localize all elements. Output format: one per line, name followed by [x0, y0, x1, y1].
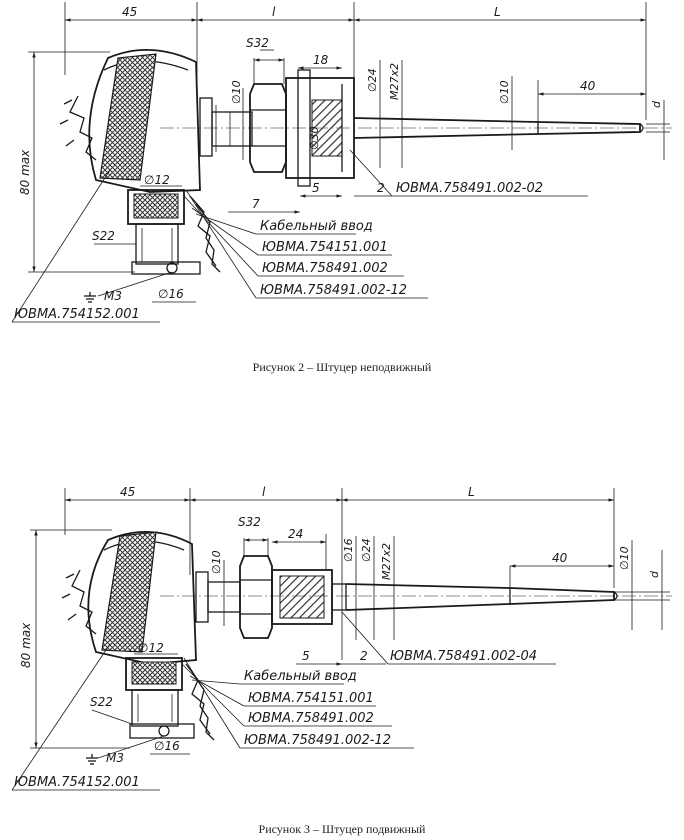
hex-nut: [249, 83, 287, 173]
dim-l: l: [262, 485, 266, 499]
dim-80max: 80 max: [18, 149, 32, 195]
dim-dia12: ∅12: [138, 641, 164, 655]
dim-dia24: ∅24: [366, 68, 379, 92]
dim-dia16: ∅16: [154, 739, 180, 753]
figure-2-drawing: 45 l L 80 max: [11, 2, 672, 323]
dim-24: 24: [288, 527, 303, 541]
dim-dia10-probe: ∅10: [498, 80, 511, 104]
leader: [349, 149, 393, 197]
fitting-collar: [297, 69, 311, 187]
dim-dia16: ∅16: [342, 538, 355, 562]
neck-ring: [199, 97, 213, 157]
dim-18: 18: [313, 53, 329, 67]
dim-40: 40: [552, 551, 568, 565]
fitting-thread-hatch: [311, 99, 343, 157]
probe-tip: [613, 591, 618, 601]
neck-ring: [195, 571, 209, 623]
dim-5: 5: [302, 649, 310, 663]
clip-wire: [59, 99, 75, 147]
dim-dia10-neck: ∅10: [210, 550, 223, 574]
label-part-758491: ЮВМА.758491.002: [262, 261, 388, 276]
leader: [181, 663, 245, 727]
leader: [11, 643, 111, 791]
probe-tube: [353, 117, 641, 139]
label-part-754151: ЮВМА.754151.001: [262, 240, 388, 255]
clip-wire: [61, 573, 77, 621]
probe-tube: [345, 583, 615, 611]
figure-3-caption: Рисунок 3 – Штуцер подвижный: [258, 822, 426, 836]
label-part-758491: ЮВМА.758491.002: [248, 711, 374, 726]
dim-M3: M3: [106, 751, 124, 765]
probe-tip: [639, 123, 644, 133]
label-part-754152: ЮВМА.754152.001: [14, 307, 140, 322]
figure-2-caption: Рисунок 2 – Штуцер неподвижный: [252, 360, 432, 374]
gland-nut: [131, 689, 179, 727]
leader: [11, 169, 111, 323]
label-cable-entry: Кабельный ввод: [244, 669, 357, 684]
dim-dia24: ∅24: [360, 538, 373, 562]
clip-wire: [69, 95, 97, 161]
fitting-sleeve: [331, 583, 347, 611]
leader: [195, 213, 257, 235]
label-fitting: ЮВМА.758491.002-04: [390, 649, 537, 664]
leader: [341, 611, 389, 665]
ground-icon: [84, 292, 96, 303]
leader: [191, 679, 241, 685]
head-housing: [88, 49, 201, 193]
leader: [97, 735, 165, 759]
fitting-body: [285, 77, 355, 179]
gland-seal: [133, 193, 179, 219]
dim-d: d: [648, 570, 661, 578]
dim-S32: S32: [246, 36, 269, 50]
dim-2: 2: [360, 649, 368, 663]
hex-nut: [239, 555, 273, 639]
dim-d: d: [650, 100, 663, 108]
dim-80max: 80 max: [19, 622, 33, 668]
dim-dia16: ∅16: [158, 287, 184, 301]
figure-3-drawing: 45 l L 80 max ∅10 S32 24 ∅16: [11, 485, 672, 791]
gland-base: [129, 723, 195, 739]
dim-M27x2: M27x2: [388, 63, 401, 100]
label-fitting: ЮВМА.758491.002-02: [396, 181, 543, 196]
leader: [185, 189, 257, 299]
dim-dia10-neck: ∅10: [230, 80, 243, 104]
dim-45: 45: [120, 485, 135, 499]
dim-M3: M3: [104, 289, 122, 303]
dim-L: L: [468, 485, 475, 499]
ground-screw: [166, 262, 178, 274]
leader: [91, 709, 133, 725]
dim-S22: S22: [90, 695, 113, 709]
label-cable-entry: Кабельный ввод: [260, 219, 373, 234]
dim-45: 45: [122, 5, 137, 19]
dim-dia30: ∅30: [308, 126, 321, 150]
dim-5: 5: [312, 181, 320, 195]
dim-M27x2: M27x2: [380, 543, 393, 580]
ground-icon: [86, 754, 98, 765]
dim-40: 40: [580, 79, 596, 93]
leader: [183, 657, 241, 749]
dim-2: 2: [377, 181, 385, 195]
label-part-754151: ЮВМА.754151.001: [248, 691, 374, 706]
head-cover-plate: [99, 53, 157, 181]
dim-l: l: [272, 5, 276, 19]
label-part-758491-12: ЮВМА.758491.002-12: [244, 733, 391, 748]
gland-wire: [189, 195, 217, 267]
leader: [97, 271, 173, 297]
dim-S22: S22: [92, 229, 115, 243]
fitting-thread-hatch: [279, 575, 325, 619]
leader: [183, 195, 259, 277]
label-part-758491-12: ЮВМА.758491.002-12: [260, 283, 407, 298]
gland-seal: [131, 661, 177, 685]
clip-wire: [71, 569, 97, 635]
dim-L: L: [494, 5, 501, 19]
dim-7: 7: [252, 197, 260, 211]
dim-dia10-probe: ∅10: [618, 546, 631, 570]
ground-screw: [158, 725, 170, 737]
dim-dia12: ∅12: [144, 173, 170, 187]
dim-S32: S32: [238, 515, 261, 529]
head-cover-plate: [101, 531, 157, 653]
label-part-754152: ЮВМА.754152.001: [14, 775, 140, 790]
neck-tube: [211, 111, 253, 147]
